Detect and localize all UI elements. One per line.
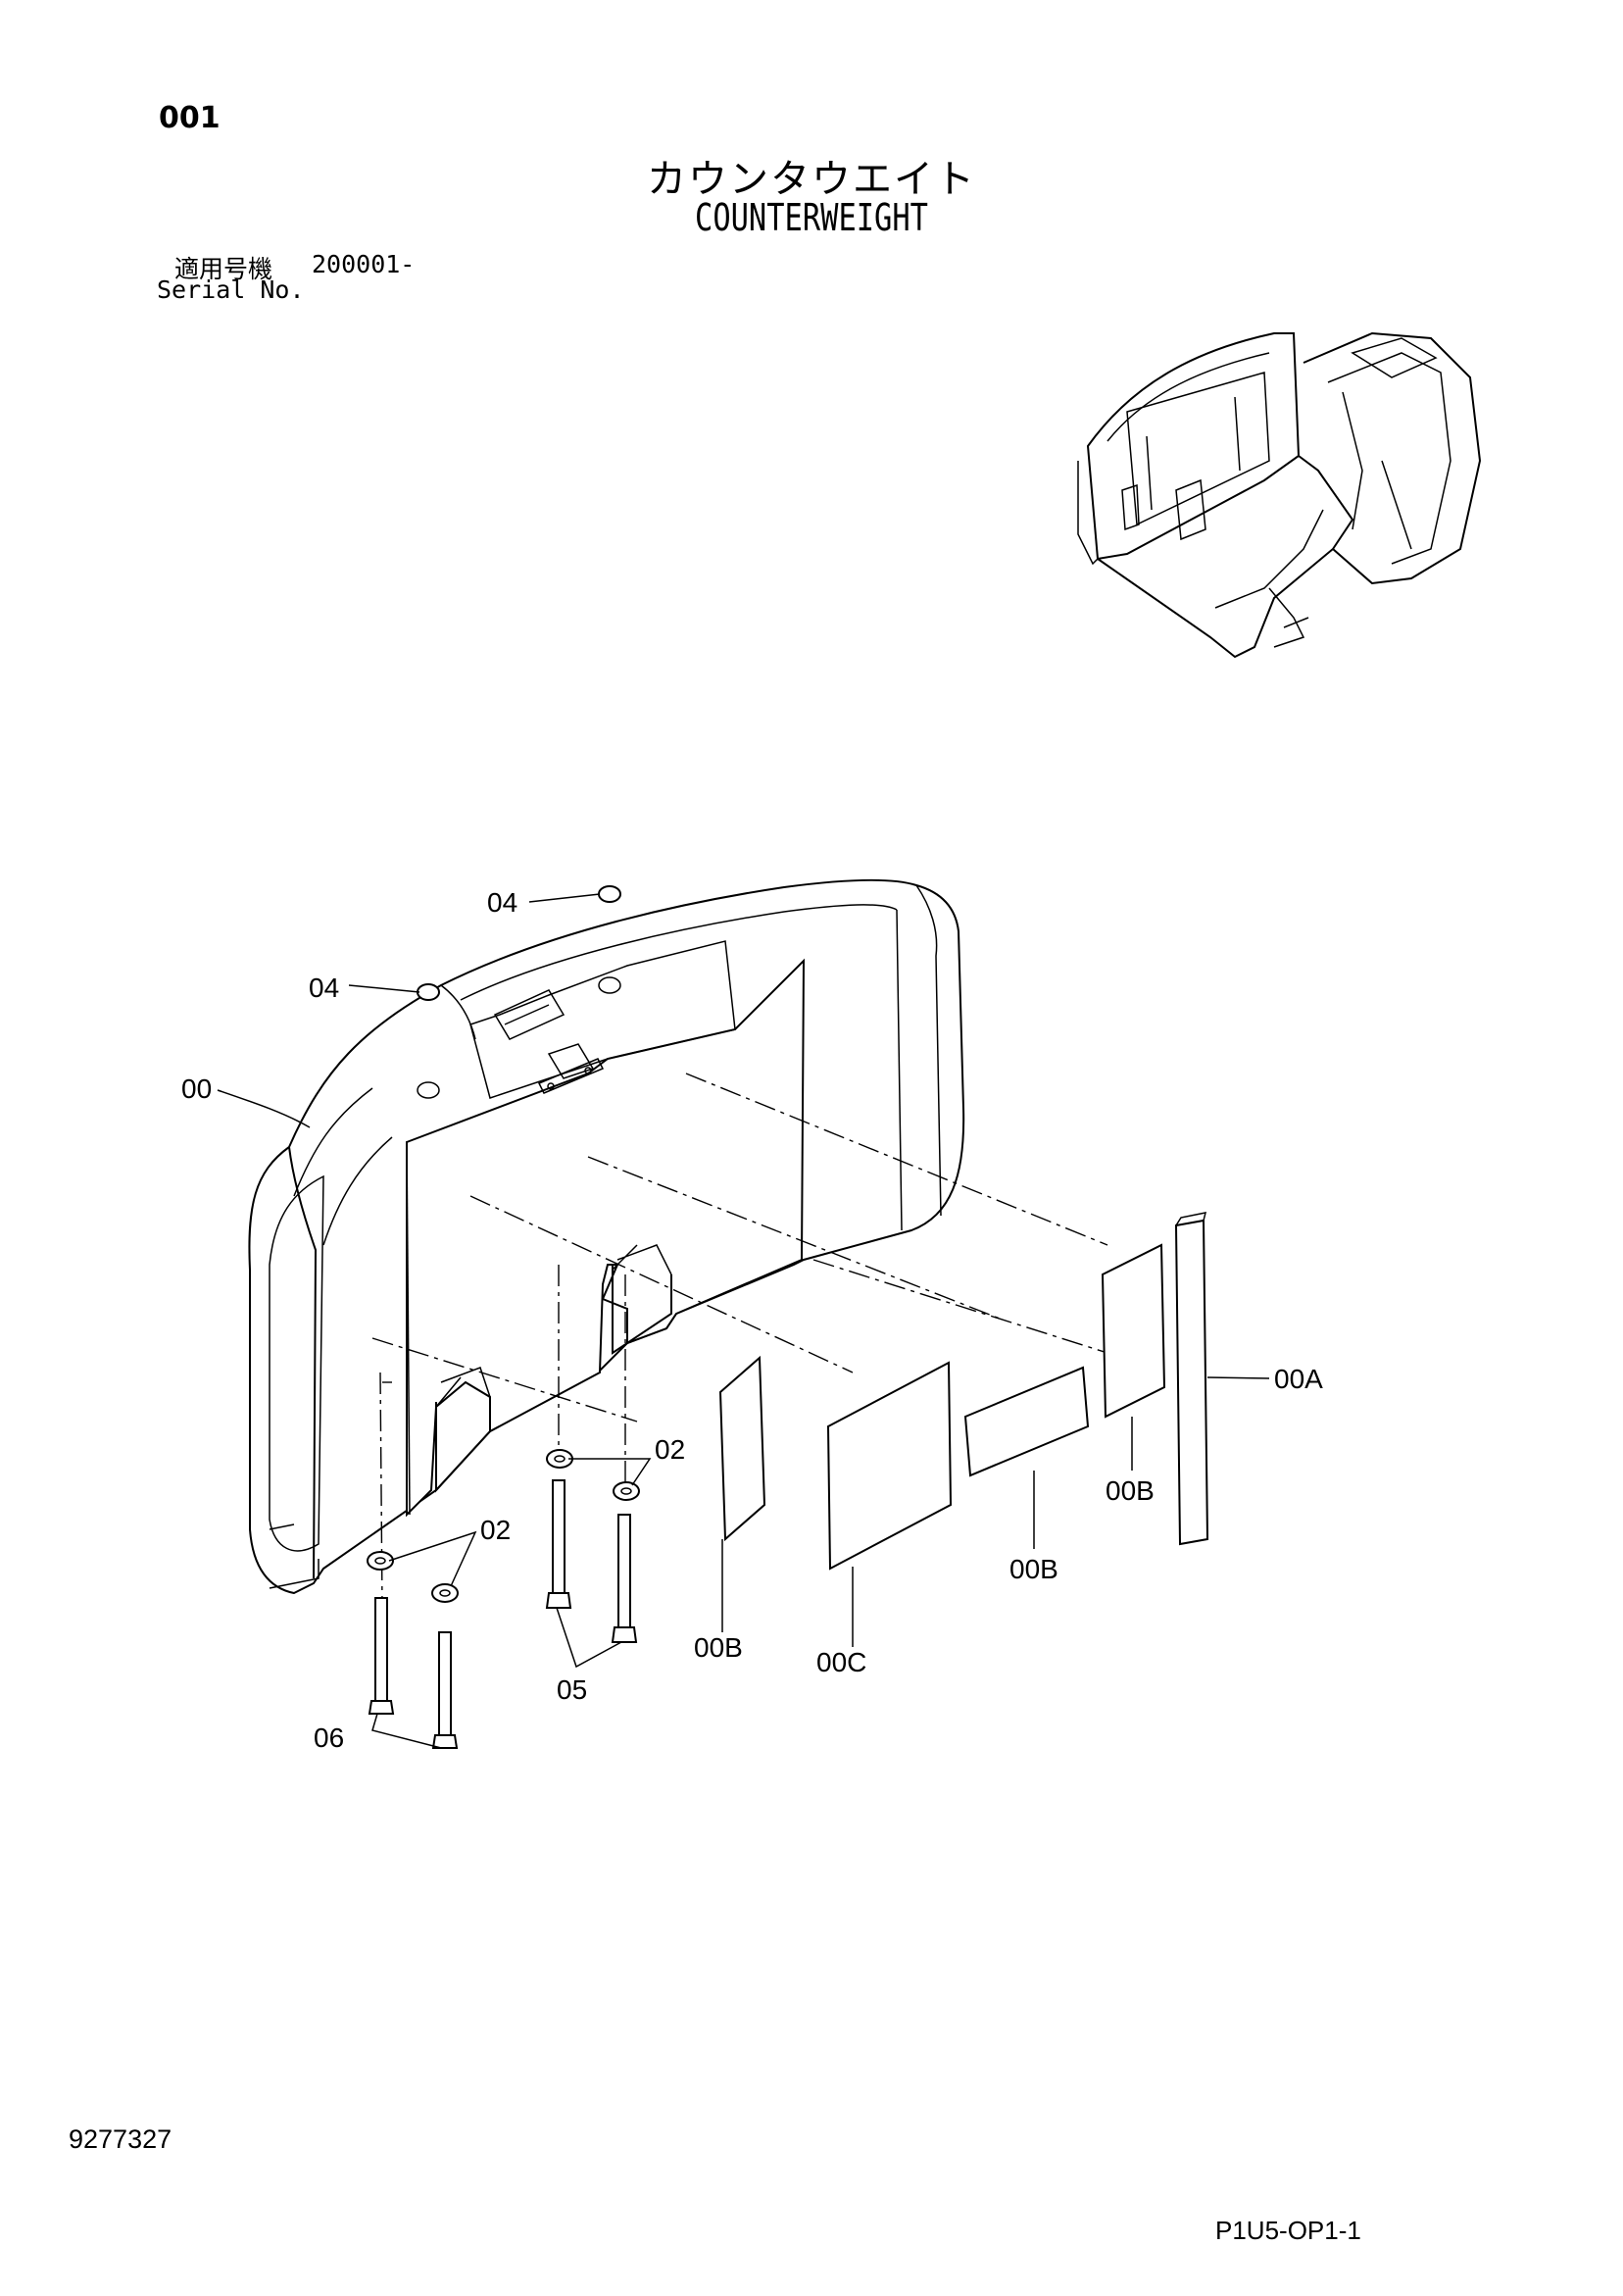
- callout-labels: 04 04 00 00A 02 02 00B 00B 00B 00C 05 06: [181, 887, 1323, 1753]
- leader-lines: [217, 893, 1270, 1749]
- plate-00b-middle: [963, 1366, 1090, 1477]
- counterweight-body: [248, 878, 1108, 1609]
- page-code: P1U5-OP1-1: [1215, 2216, 1361, 2245]
- serial-label-en: Serial No.: [157, 275, 305, 304]
- callout-05: 05: [557, 1674, 587, 1705]
- bolt-05a: [545, 1479, 572, 1609]
- bolt-06a: [368, 1597, 395, 1715]
- callout-00: 00: [181, 1073, 212, 1104]
- callout-00c: 00C: [816, 1647, 866, 1677]
- page-title-en: COUNTERWEIGHT: [695, 196, 928, 239]
- page-title-jp: カウンタウエイト: [647, 157, 976, 202]
- callout-06: 06: [314, 1722, 344, 1753]
- plate-00b-left: [718, 1355, 766, 1542]
- plate-00c: [826, 1361, 953, 1571]
- callout-00b-left: 00B: [694, 1632, 743, 1663]
- callout-04-top: 04: [487, 887, 517, 918]
- document-number: 9277327: [69, 2124, 172, 2154]
- serial-value: 200001-: [312, 250, 416, 278]
- callout-00a: 00A: [1274, 1364, 1323, 1394]
- cap-04: [417, 885, 621, 1099]
- callout-02-left: 02: [480, 1515, 511, 1545]
- callout-00b-middle: 00B: [1009, 1554, 1058, 1584]
- callout-02-right: 02: [655, 1434, 685, 1465]
- bar-00a: [1174, 1212, 1209, 1546]
- callout-00b-right: 00B: [1106, 1475, 1155, 1506]
- callout-04-left: 04: [309, 973, 339, 1003]
- plate-00b-right: [1101, 1243, 1166, 1419]
- bolt-05b: [611, 1514, 638, 1643]
- location-thumbnail: [1077, 331, 1482, 659]
- bolt-06b: [431, 1631, 459, 1749]
- page-number: 001: [159, 101, 221, 135]
- serial-label-jp: 適用号機: [174, 255, 273, 283]
